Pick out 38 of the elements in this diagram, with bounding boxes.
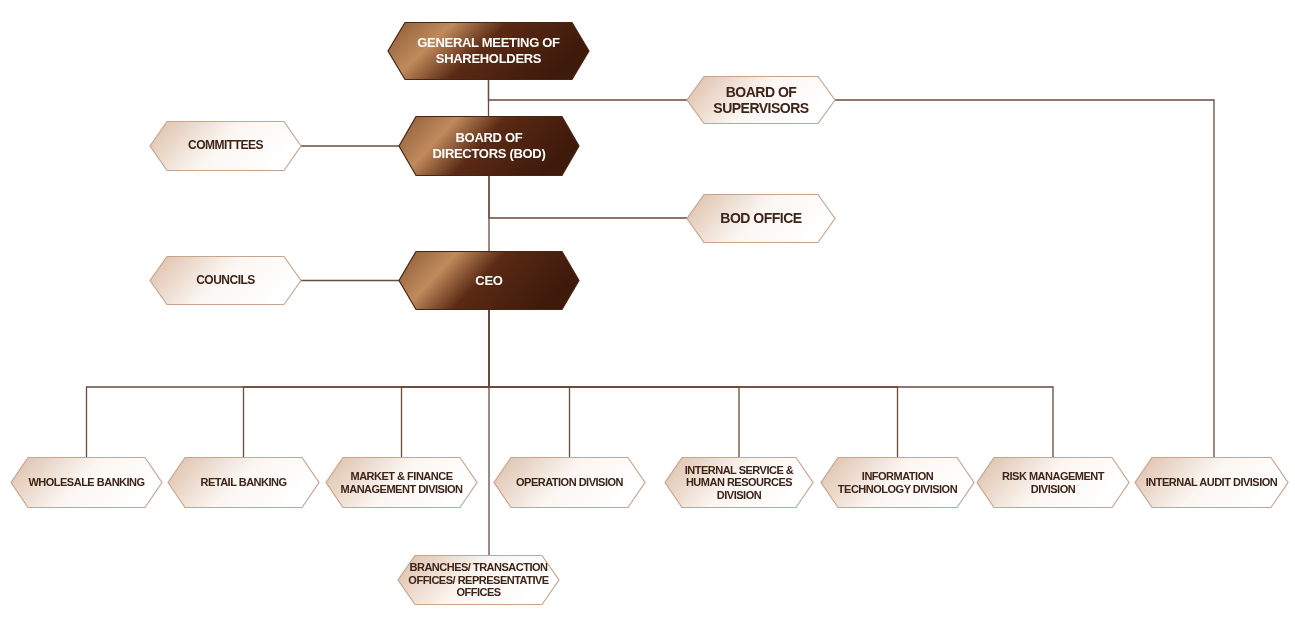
unit-name: BOARD OF DIRECTORS (BOD) — [431, 130, 547, 162]
connector-line — [834, 99, 1215, 458]
unit-name: BOD OFFICE — [720, 210, 802, 227]
connector-line — [487, 79, 688, 101]
unit-name: BOARD OF SUPERVISORS — [712, 83, 810, 117]
unit-name: GENERAL MEETING OF SHAREHOLDERS — [416, 35, 561, 67]
unit-name: INFORMATION TECHNOLOGY DIVISION — [836, 469, 959, 496]
unit-hexagon — [493, 457, 646, 508]
unit-name: BRANCHES/ TRANSACTION OFFICES/ REPRESENTATIVE OFFICES — [408, 561, 549, 599]
unit-hexagon — [149, 256, 302, 305]
unit-hexagon — [664, 457, 814, 508]
unit-name: CEO — [475, 272, 503, 289]
unit-hexagon — [686, 194, 836, 243]
connector-line — [488, 175, 490, 252]
executive-hexagon — [398, 251, 580, 310]
unit-hexagon — [820, 457, 975, 508]
executive-hexagon — [387, 22, 590, 80]
unit-name: MARKET & FINANCE MANAGEMENT DIVISION — [339, 469, 464, 496]
unit-name: COMMITTEES — [188, 139, 263, 153]
unit-hexagon — [397, 555, 560, 605]
unit-name: INTERNAL SERVICE & HUMAN RESOURCES DIVISION — [683, 463, 795, 502]
unit-hexagon — [167, 457, 320, 508]
unit-hexagon — [10, 457, 163, 508]
unit-name: WHOLESALE BANKING — [28, 476, 145, 489]
unit-hexagon — [149, 121, 302, 171]
unit-name: INTERNAL AUDIT DIVISION — [1145, 476, 1278, 489]
unit-name: COUNCILS — [196, 273, 255, 288]
executive-hexagon — [398, 116, 580, 176]
unit-name: OPERATION DIVISION — [516, 476, 623, 489]
unit-hexagon — [976, 457, 1130, 508]
unit-hexagon — [325, 457, 478, 508]
unit-name: RETAIL BANKING — [200, 476, 287, 489]
connector-line — [300, 145, 400, 147]
unit-name: RISK MANAGEMENT DIVISION — [1001, 469, 1106, 496]
connector-line — [488, 309, 490, 556]
unit-hexagon — [1134, 457, 1289, 508]
unit-hexagon — [686, 76, 836, 124]
connector-line — [300, 279, 400, 282]
